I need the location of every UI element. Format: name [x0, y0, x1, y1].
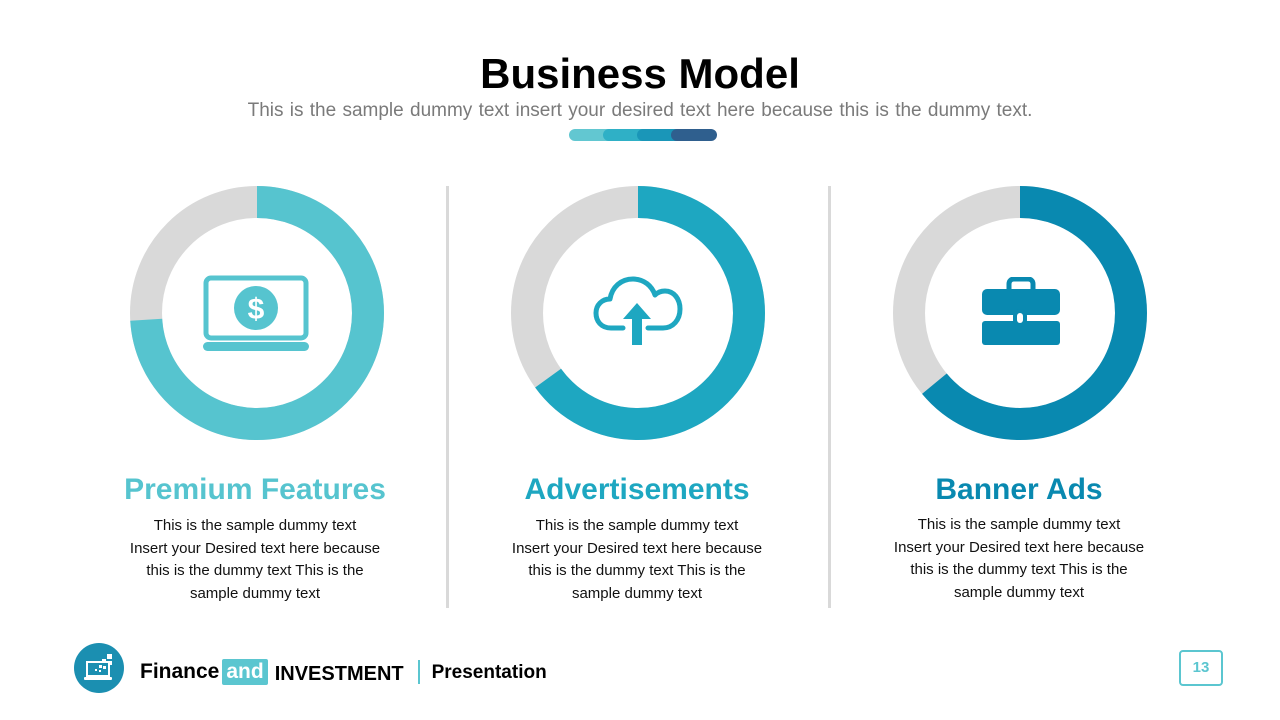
column-title: Banner Ads [935, 473, 1103, 506]
page-number: 13 [1179, 650, 1223, 686]
brand-finance: Finance [140, 660, 220, 683]
column-divider-2 [828, 186, 831, 608]
slide-subtitle: This is the sample dummy text insert you… [247, 100, 1033, 121]
brand-investment: INVESTMENT [274, 662, 404, 685]
column-body: This is the sample dummy text Insert you… [64, 515, 446, 605]
body-line: this is the dummy text This is the [910, 561, 1128, 578]
body-line: Insert your Desired text here because [129, 539, 381, 557]
body-line: this is the dummy text This is the [146, 562, 364, 579]
brand-presentation: Presentation [431, 662, 547, 683]
body-line: sample dummy text [953, 583, 1085, 601]
accent-bar [569, 129, 719, 141]
column-body: This is the sample dummy text Insert you… [446, 515, 828, 605]
footer-brand: Finance and INVESTMENT Presentation [140, 657, 547, 687]
brand-separator [417, 660, 420, 684]
briefcase-icon [982, 276, 1060, 350]
donut-fill [893, 186, 1147, 440]
body-line: This is the sample dummy text [535, 517, 739, 534]
body-line: This is the sample dummy text [153, 517, 357, 534]
donut-fill [130, 186, 384, 440]
donut-chart-premium-features [130, 186, 384, 440]
body-line: This is the sample dummy text [917, 516, 1121, 533]
laptop-pixels-icon [74, 643, 124, 693]
slide-title: Business Model [480, 50, 800, 97]
body-line: sample dummy text [189, 584, 321, 602]
accent-bar-segment-4 [671, 129, 717, 141]
donut-chart-advertisements [511, 186, 765, 440]
cloud-upload-icon [593, 276, 683, 351]
column-title: Advertisements [524, 473, 750, 506]
column-title: Premium Features [124, 473, 386, 506]
body-line: this is the dummy text This is the [528, 562, 746, 579]
donut-chart-banner-ads [893, 186, 1147, 440]
svg-text:$: $ [248, 293, 265, 326]
laptop-dollar-icon: $ [203, 275, 309, 358]
donut-fill [511, 186, 765, 440]
column-body: This is the sample dummy text Insert you… [828, 514, 1210, 604]
body-line: sample dummy text [571, 584, 703, 602]
body-line: Insert your Desired text here because [893, 538, 1145, 556]
brand-and: and [222, 659, 268, 685]
body-line: Insert your Desired text here because [511, 539, 763, 557]
column-divider-1 [446, 186, 449, 608]
